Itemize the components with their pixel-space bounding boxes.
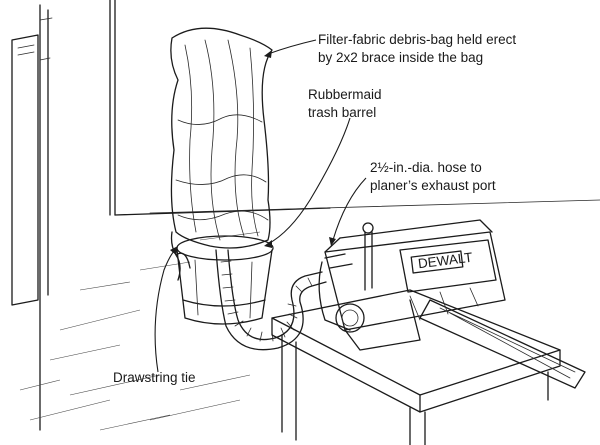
board <box>420 300 585 388</box>
hose <box>216 250 326 350</box>
leader-drawstring <box>155 246 178 372</box>
planer: DEWALT <box>319 220 505 350</box>
label-barrel-line1: Rubbermaid <box>308 87 382 102</box>
trash-barrel <box>177 236 273 324</box>
label-hose-line1: 2½-in.-dia. hose to <box>370 160 482 175</box>
planer-logo: DEWALT <box>417 250 473 272</box>
label-barrel-line2: trash barrel <box>308 105 376 120</box>
label-bag-line1: Filter-fabric debris-bag held erect <box>318 32 516 47</box>
leader-bag <box>264 40 316 58</box>
debris-bag <box>171 28 272 280</box>
label-drawstring: Drawstring tie <box>113 370 196 385</box>
label-bag-line2: by 2x2 brace inside the bag <box>318 50 483 65</box>
planer-stand <box>272 290 560 445</box>
label-hose-line2: planer’s exhaust port <box>370 178 496 193</box>
